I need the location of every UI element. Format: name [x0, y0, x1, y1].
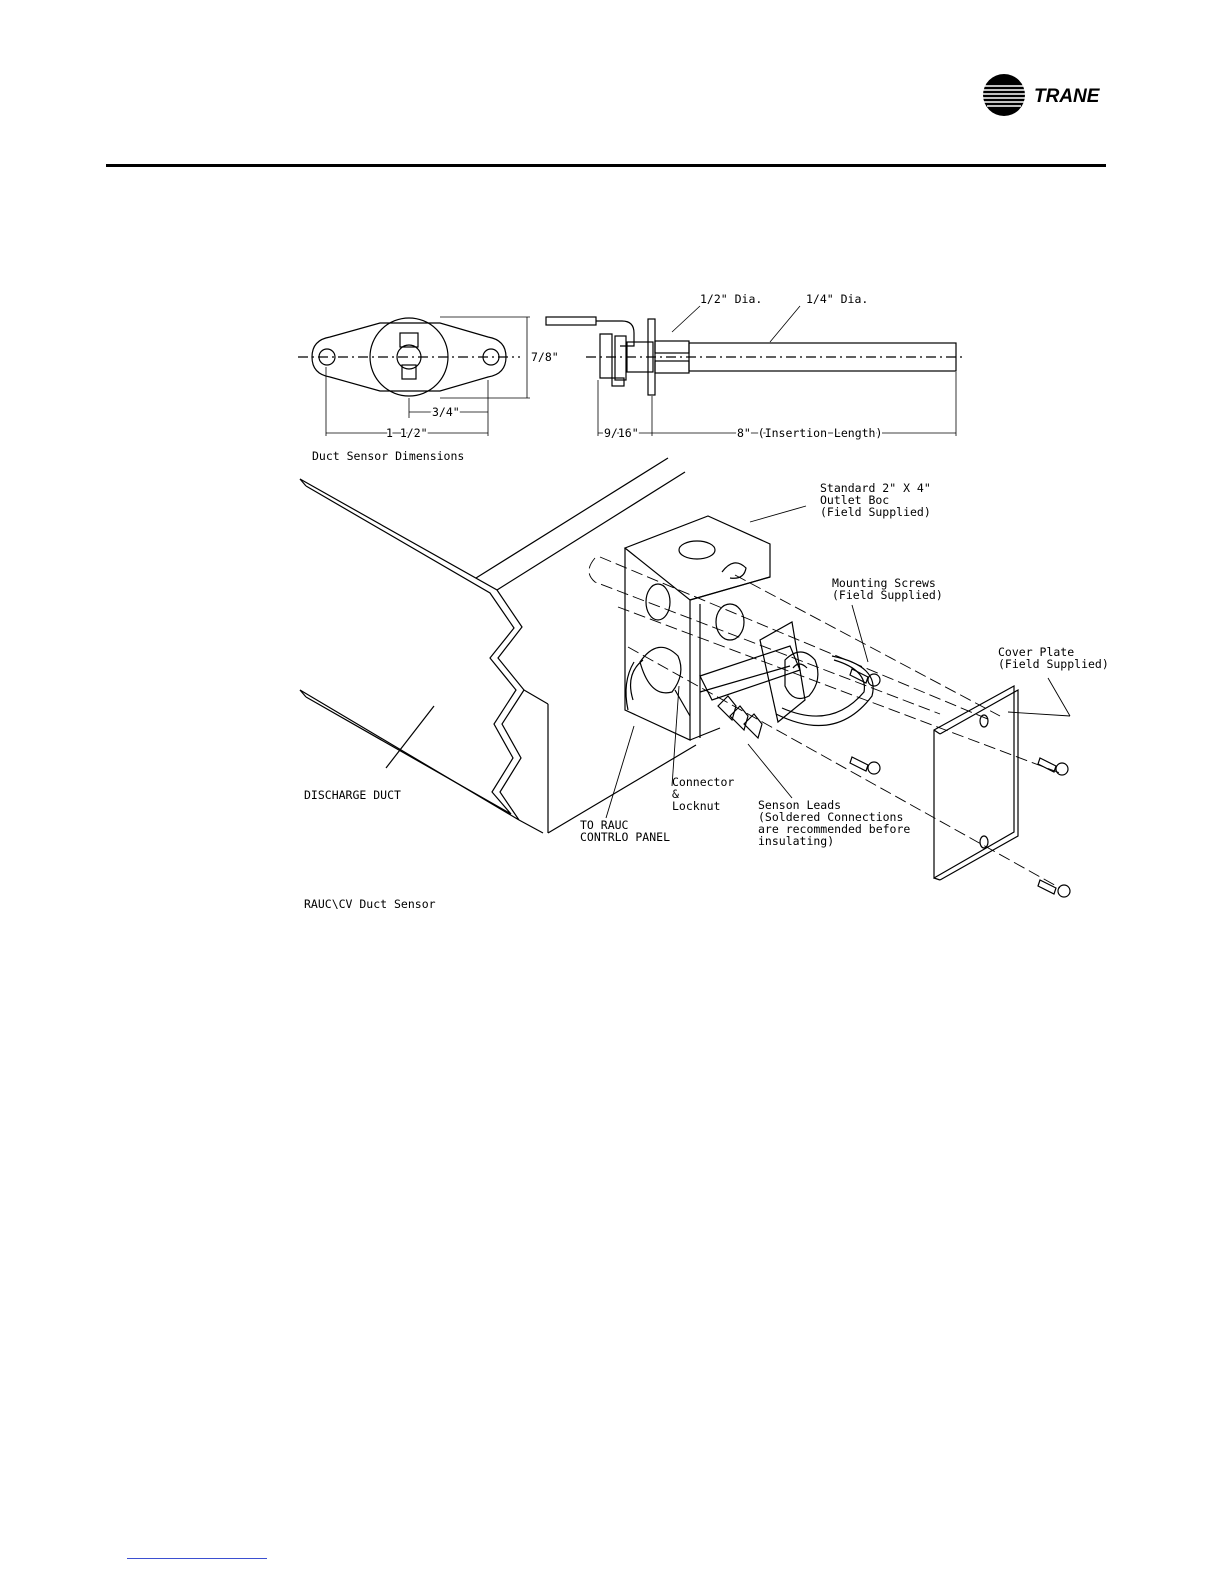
cover-plate [933, 684, 1019, 881]
label-discharge-duct: DISCHARGE DUCT [304, 788, 401, 802]
label-outlet-box-2: Outlet Boc [820, 493, 889, 507]
sensor-side-view [545, 305, 966, 436]
label-sensor-leads-4: insulating) [758, 834, 834, 848]
projection-lines [588, 556, 1061, 889]
mounting-screw-lower [849, 756, 881, 775]
label-cover-plate-1: Cover Plate [998, 645, 1074, 659]
label-half-inch-dia: 1/2" Dia. [700, 292, 762, 306]
outlet-box [623, 515, 874, 741]
label-outlet-box-1: Standard 2" X 4" [820, 481, 931, 495]
label-sensor-leads-1: Senson Leads [758, 798, 841, 812]
label-mounting-screws-1: Mounting Screws [832, 576, 936, 590]
label-quarter-inch-dia: 1/4" Dia. [806, 292, 868, 306]
label-cover-plate-2: (Field Supplied) [998, 657, 1109, 671]
label-one-half: 1 1/2" [386, 426, 428, 440]
caption-duct-sensor-dimensions: Duct Sensor Dimensions [312, 449, 464, 463]
discharge-duct [299, 457, 697, 834]
header-rule [106, 164, 1106, 167]
label-sensor-leads-2: (Soldered Connections [758, 810, 903, 824]
caption-rauc-cv-duct-sensor: RAUC\CV Duct Sensor [304, 897, 436, 911]
label-insertion-length: 8" (Insertion Length) [737, 426, 882, 440]
label-connector-3: Locknut [672, 799, 720, 813]
label-seven-eighths: 7/8" [531, 350, 559, 364]
cover-screw-upper [1037, 757, 1069, 776]
label-sensor-leads-3: are recommended before [758, 822, 910, 836]
logo-wordmark: TRANE [1034, 86, 1101, 107]
label-to-rauc-1: TO RAUC [580, 818, 629, 832]
trane-logo: TRANE [983, 74, 1101, 116]
leader-lines [605, 505, 1071, 819]
label-to-rauc-2: CONTRLO PANEL [580, 830, 670, 844]
sensor-front-view [298, 316, 530, 436]
label-three-quarters: 3/4" [432, 405, 460, 419]
label-connector-1: Connector [672, 775, 734, 789]
footer-link-underline [127, 1558, 267, 1559]
cover-screw-lower [1037, 879, 1071, 898]
label-mounting-screws-2: (Field Supplied) [832, 588, 943, 602]
mounting-screw-upper [849, 668, 881, 687]
label-nine-sixteenths: 9/16" [604, 426, 639, 440]
label-connector-2: & [672, 787, 679, 801]
label-outlet-box-3: (Field Supplied) [820, 505, 931, 519]
